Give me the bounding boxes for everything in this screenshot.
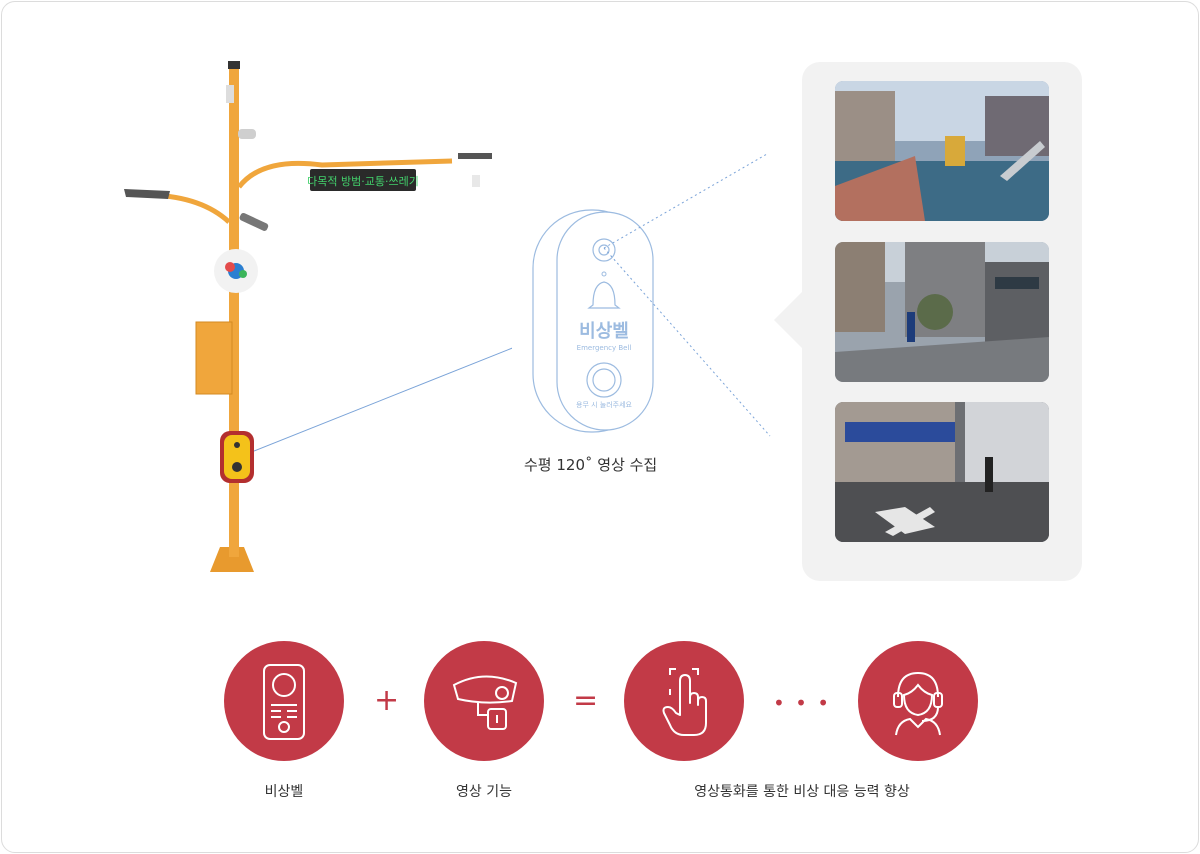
label-result: 영상통화를 통한 비상 대응 능력 향상 <box>694 784 910 800</box>
video-function-circle <box>424 641 544 761</box>
view-angle-caption: 수평 120˚ 영상 수집 <box>524 456 658 474</box>
continuation-dots: • • • <box>773 691 832 715</box>
headset-operator-icon <box>893 671 943 736</box>
label-video-function: 영상 기능 <box>456 784 512 800</box>
plus-sign: + <box>374 683 400 718</box>
cctv-footage-crosswalk <box>835 402 1049 542</box>
emergency-bell-icon <box>263 664 305 740</box>
cctv-footage-playground <box>835 81 1049 221</box>
view-angle-lines <box>603 153 771 437</box>
bell-subtitle: Emergency Bell <box>577 344 632 352</box>
led-sign-text: 다목적 방범·교통·쓰레기 <box>307 175 419 188</box>
cctv-camera-icon <box>452 675 518 730</box>
smart-pole-illustration: 다목적 방범·교통·쓰레기 <box>124 61 512 572</box>
bell-bottom-text: 용무 시 눌러주세요 <box>576 400 633 409</box>
label-emergency-bell: 비상벨 <box>264 784 304 800</box>
panel-notch <box>774 292 802 348</box>
cctv-footage-street-corner <box>835 242 1049 382</box>
emergency-bell-circle <box>224 641 344 761</box>
operator-circle <box>858 641 978 761</box>
bell-title: 비상벨 <box>579 321 629 342</box>
equals-sign: = <box>573 683 599 718</box>
touch-circle <box>624 641 744 761</box>
emergency-bell-enlarged: 비상벨 Emergency Bell 용무 시 눌러주세요 <box>532 209 654 433</box>
touch-hand-icon <box>662 668 707 736</box>
